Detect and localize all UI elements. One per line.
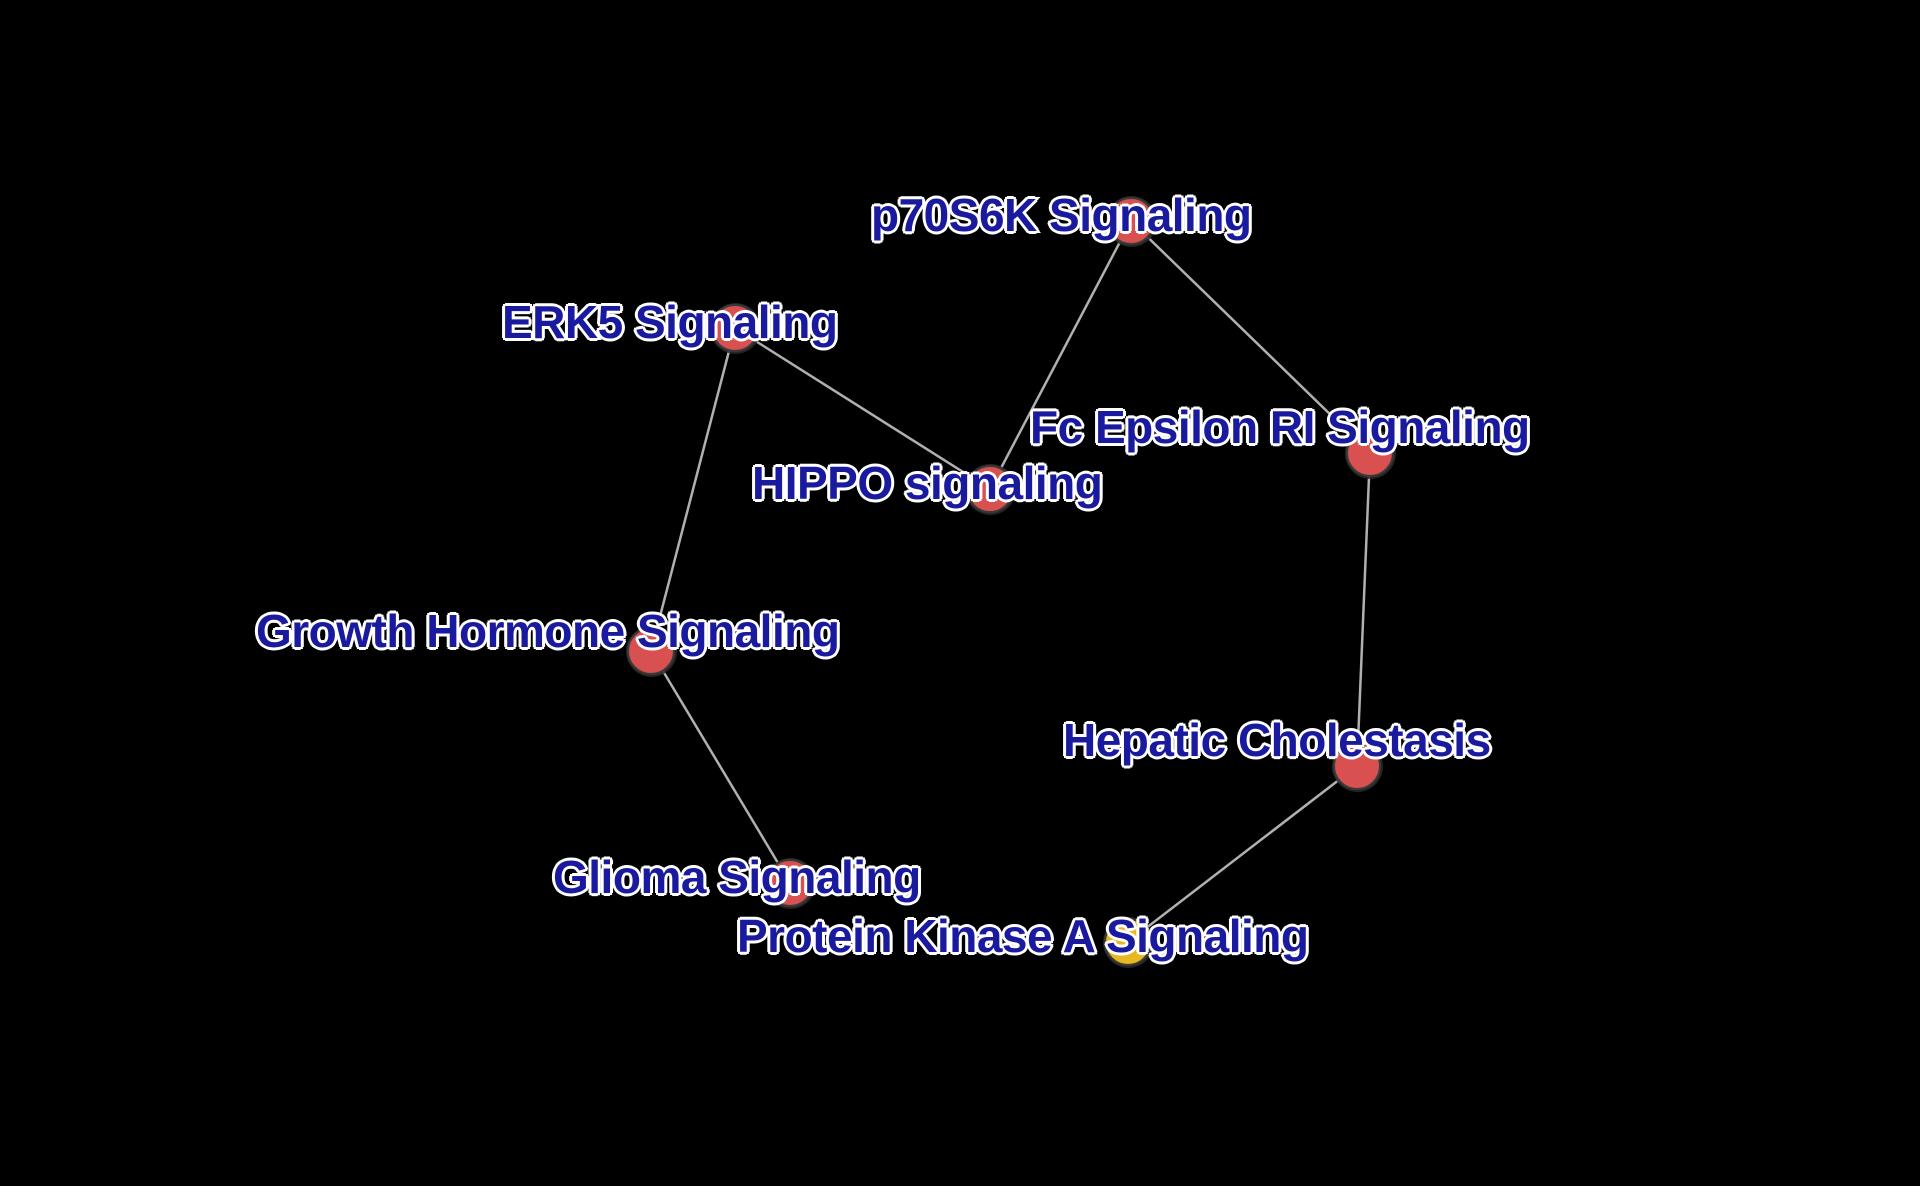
node-label-hepatic: Hepatic Cholestasis	[1061, 712, 1493, 768]
node-label-erk5: ERK5 Signaling	[500, 294, 840, 350]
node-label-hippo: HIPPO signaling	[750, 455, 1105, 511]
graph-edge[interactable]	[649, 650, 792, 884]
node-label-growth_hormone: Growth Hormone Signaling	[254, 603, 842, 659]
node-label-fc_epsilon: Fc Epsilon RI Signaling	[1028, 399, 1532, 455]
node-label-pka: Protein Kinase A Signaling	[735, 908, 1311, 964]
graph-edge[interactable]	[649, 327, 737, 652]
node-label-glioma: Glioma Signaling	[551, 849, 923, 905]
node-label-p70s6k: p70S6K Signaling	[869, 187, 1254, 243]
